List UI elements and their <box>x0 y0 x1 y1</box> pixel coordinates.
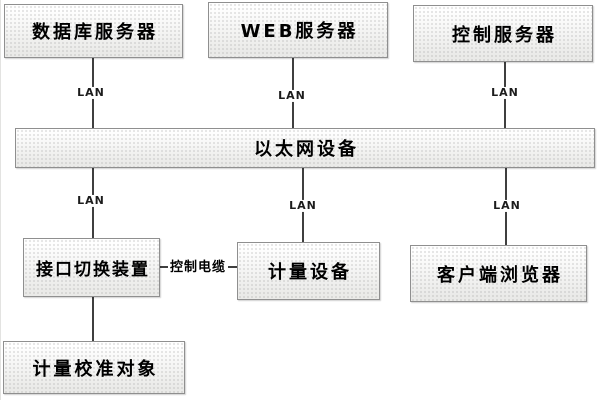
node-web-server-label: WEB服务器 <box>240 21 359 42</box>
node-interface-switch-label: 接口切换装置 <box>36 260 150 280</box>
edge-label-lan-control: LAN <box>489 85 521 100</box>
edge-label-control-cable: 控制电缆 <box>167 259 229 276</box>
node-ethernet-device: 以太网设备 <box>15 128 595 168</box>
left-edge-artifact <box>0 0 1 400</box>
node-interface-switch: 接口切换装置 <box>23 238 160 297</box>
node-database-server-label: 数据库服务器 <box>32 22 158 43</box>
node-metering-device: 计量设备 <box>237 242 380 300</box>
node-database-server: 数据库服务器 <box>4 4 183 58</box>
node-control-server-label: 控制服务器 <box>452 24 557 46</box>
node-ethernet-device-label: 以太网设备 <box>254 139 359 160</box>
node-calibration-object: 计量校准对象 <box>3 341 185 394</box>
edge-label-lan-browser: LAN <box>491 198 523 213</box>
edge-label-lan-interface-switch: LAN <box>75 193 107 208</box>
node-metering-device-label: 计量设备 <box>268 262 352 283</box>
node-control-server: 控制服务器 <box>413 5 593 62</box>
edge-label-lan-web: LAN <box>276 88 308 103</box>
node-calibration-object-label: 计量校准对象 <box>32 358 159 380</box>
connector-interface-switch-to-calibration <box>92 297 94 341</box>
edge-label-lan-db: LAN <box>75 85 107 100</box>
edge-label-lan-metering: LAN <box>287 198 319 213</box>
node-client-browser: 客户端浏览器 <box>410 245 587 302</box>
node-client-browser-label: 客户端浏览器 <box>437 264 563 286</box>
node-web-server: WEB服务器 <box>208 2 388 58</box>
